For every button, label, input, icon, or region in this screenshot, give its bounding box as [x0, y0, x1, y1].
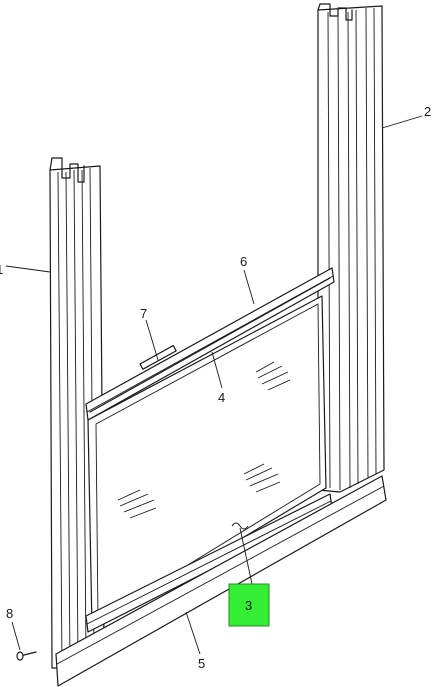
- lower-glass-pane: [87, 295, 327, 629]
- screw: [16, 651, 37, 661]
- right-channel: [317, 3, 385, 493]
- callout-2: 2: [424, 104, 431, 119]
- callout-1: 1: [0, 262, 3, 277]
- leader-lines: [5, 115, 423, 655]
- leader-break-mark: [231, 522, 249, 530]
- callout-3: 3: [245, 598, 252, 613]
- highlight-box-item-3: [228, 583, 270, 627]
- callout-5: 5: [198, 656, 205, 671]
- callout-7: 7: [140, 306, 147, 321]
- callout-4: 4: [218, 390, 225, 405]
- bottom-sill: [55, 475, 387, 687]
- callout-8: 8: [6, 606, 13, 621]
- upper-seal-strip: [89, 277, 331, 413]
- callout-6: 6: [240, 254, 247, 269]
